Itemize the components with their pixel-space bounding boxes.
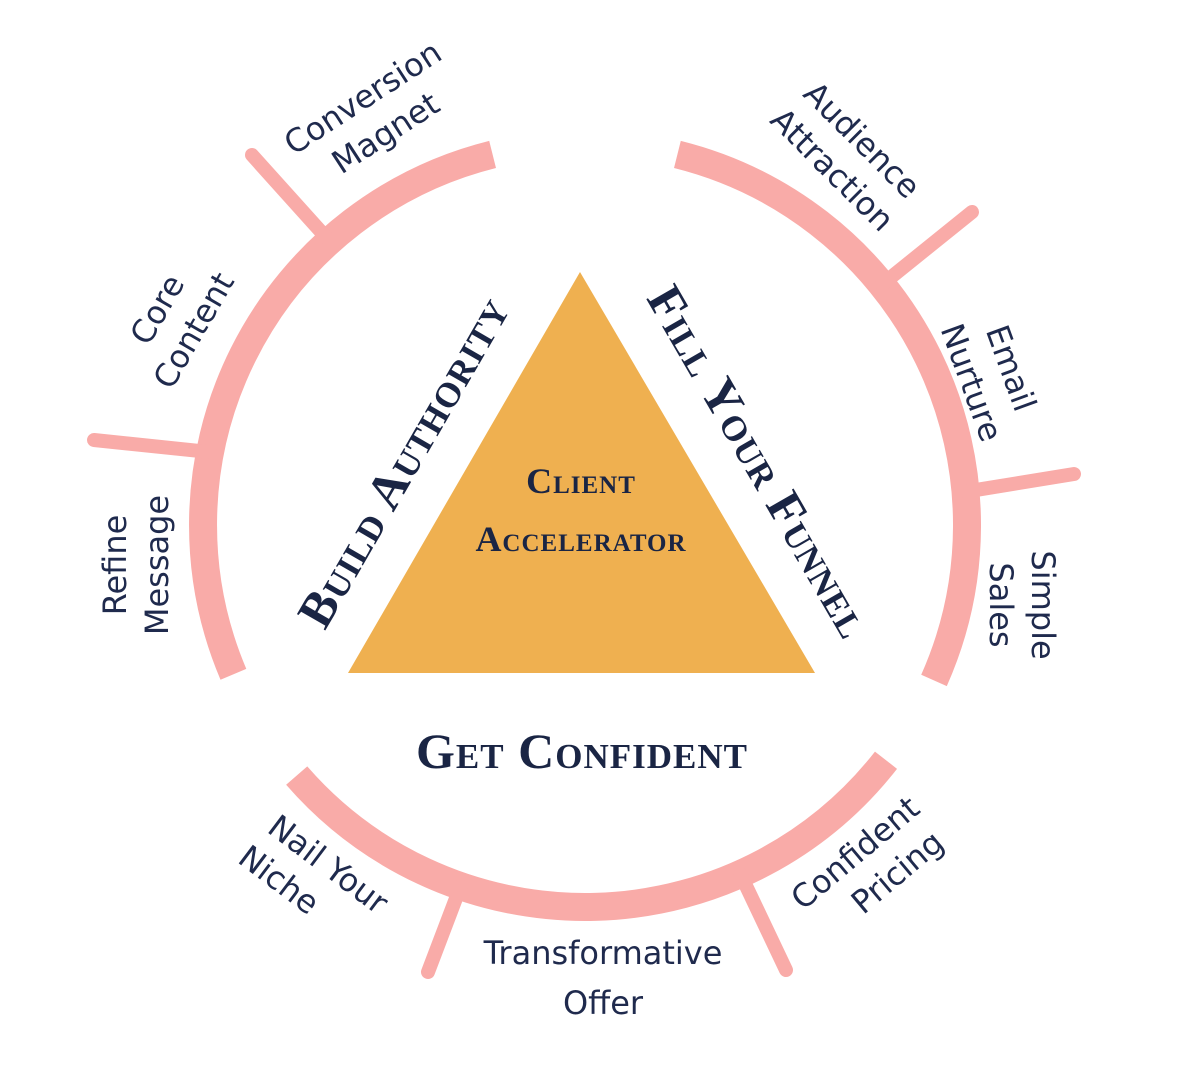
svg-text:Transformative: Transformative — [483, 934, 723, 972]
svg-text:Refine: Refine — [96, 515, 134, 616]
step-refine-message: Refine Message — [96, 495, 176, 635]
arc-fill-your-funnel — [674, 140, 982, 687]
divider-tick — [245, 148, 337, 249]
center-title-line2: Accelerator — [475, 519, 686, 559]
step-transformative-offer: Transformative Offer — [483, 934, 723, 1022]
step-simple-sales: Simple Sales — [982, 550, 1062, 659]
divider-tick — [87, 433, 217, 460]
center-title-line1: Client — [526, 461, 636, 501]
divider-tick — [733, 867, 793, 977]
svg-text:Simple: Simple — [1024, 550, 1062, 659]
svg-text:Offer: Offer — [563, 984, 644, 1022]
svg-text:Sales: Sales — [982, 562, 1020, 647]
divider-tick — [958, 467, 1081, 499]
center-triangle — [348, 272, 815, 673]
step-confident-pricing: Confident Pricing — [783, 789, 950, 922]
svg-text:Message: Message — [138, 495, 176, 635]
pillar-get-confident: Get Confident — [416, 723, 748, 779]
divider-tick — [874, 205, 979, 292]
arc-build-authority — [189, 140, 496, 680]
arc-get-confident — [286, 751, 898, 921]
divider-tick — [421, 879, 468, 979]
